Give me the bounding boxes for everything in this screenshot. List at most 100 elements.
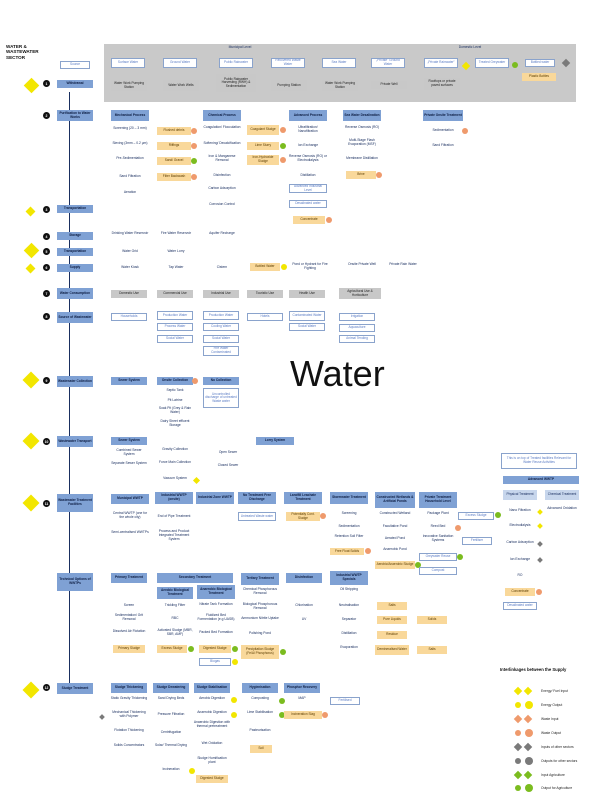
stage-consumption: Water Consumption [57, 288, 93, 299]
tech-item: Biological Phosphorous Removal [242, 602, 278, 610]
source-ground-water: Ground Water [163, 58, 197, 68]
anaerobic-sludge-box: Aerobic/Anaerobic Sludge [375, 561, 415, 569]
treatment-item: Sedimentation [338, 524, 360, 528]
other-sector-diamond [537, 557, 543, 563]
agri-output-dot [512, 62, 518, 68]
sewer-system-box: Sewer System [111, 377, 147, 385]
tech-item-aerobic: Aerobic Biological Treatment [157, 587, 193, 599]
stage-source-of-wastewater: Source of Wastewater [57, 312, 93, 323]
agri-output-dot [191, 158, 197, 164]
sludge-item: Solar/ Thermal Drying [154, 743, 187, 747]
supply-item: Private Rain Water [389, 262, 417, 266]
pure-liquids-box: Pure Liquids [377, 616, 407, 624]
municipal-level-label: Municipal Level [228, 45, 252, 49]
other-sector-input-icon [523, 742, 533, 752]
tech-header-secondary: Secondary Treatment [157, 573, 233, 583]
sludge-item: Pressure Filtration [157, 712, 185, 716]
collection-item: Septic Tank [166, 388, 184, 392]
stage-number: 1 [43, 80, 50, 87]
energy-input-diamond-large [22, 681, 40, 699]
tech-item: Chemical Phosphorous Removal [242, 587, 278, 595]
sludge-header: Phosphor Recovery [284, 683, 320, 693]
legend-label: Output for Agriculture [541, 786, 573, 790]
greywater-reuse-box: Greywater Reuse [419, 553, 457, 561]
lorry-system-box: Lorry System [256, 437, 294, 445]
other-sector-diamond [99, 714, 105, 720]
withdrawal-item: Rooftops or private paved surfaces [424, 78, 460, 90]
desalinated-water-box: Desalinated water [503, 602, 537, 610]
energy-input-diamond-large [22, 432, 40, 450]
stage-number: 3 [43, 206, 50, 213]
treatment-header: Municipal WWTP [111, 494, 149, 504]
advanced-wwtp-item: Advanced Oxidation [547, 506, 577, 510]
compost-box: Compost [419, 567, 457, 575]
agri-output-icon [525, 784, 533, 792]
treatment-item: Aerated Pond [384, 536, 406, 540]
energy-output-dot [232, 659, 238, 665]
tech-item: Polishing Pond [249, 631, 271, 635]
residue-box: Residue [377, 631, 407, 639]
primary-sludge-box: Primary Sludge [113, 645, 145, 653]
treatment-item: Reed Bed [430, 524, 446, 528]
tech-item: Chlorination [295, 603, 313, 607]
mechanical-step: Pre-Sedimentation [116, 156, 144, 160]
waste-output-dot [376, 172, 382, 178]
digested-sludge-box: Digested Sludge [196, 775, 228, 783]
energy-input-icon [513, 686, 523, 696]
consumption-item: Commercial Use [157, 290, 193, 298]
ww-source: Irrigation [339, 313, 375, 321]
storage-item: Drinking Water Reservoir [111, 231, 149, 235]
treatment-header: Stormwater Treatment [330, 492, 368, 504]
legend-label: Outputs for other sectors [541, 759, 578, 763]
supply-item: Cistern [216, 265, 228, 269]
sludge-item: Sand Drying Beds [157, 696, 185, 700]
waste-input-icon [513, 714, 523, 724]
stage-collection: Wastewater Collection [57, 376, 93, 387]
treatment-item: Screening [341, 511, 357, 515]
agri-input-icon [513, 770, 523, 780]
bottled-water-box: Bottled Water [250, 263, 280, 271]
consumption-item: Agricultural Use & Horticulture [339, 288, 381, 299]
private-onsite-treatment-header: Private Onsite Treatment [423, 110, 463, 121]
sludge-item: Anaerobic Digestion with thermal pretrea… [193, 720, 231, 728]
excess-sludge-box: Excess Sludge [157, 645, 187, 653]
excess-sludge-box: Excess Sludge [458, 512, 494, 520]
tech-item: Sedimentation/ Grit Removal [114, 613, 144, 621]
demineralised-water-box: Demineralised Water [375, 645, 409, 655]
transport-item: Combined Sewer System [116, 448, 142, 456]
sludge-item: Incineration [162, 767, 180, 771]
digested-sludge-box: Digested Sludge [199, 645, 231, 653]
transport-item: Water Lorry [167, 249, 185, 253]
advanced-wwtp-item: RO [517, 573, 523, 577]
collection-item: Soak Pit (Grey & Rain Water) [158, 406, 192, 414]
stage-number: 5 [43, 248, 50, 255]
treatment-item: Anaerobic Pond [383, 547, 407, 551]
waste-output-icon [515, 730, 521, 736]
salts-box-2: Salts [417, 646, 447, 654]
mechanical-waste: Sand/ Gravel [157, 157, 191, 165]
energy-output-icon [525, 701, 533, 709]
consumption-item: Industrial Use [203, 290, 239, 298]
advanced-wwtp-item: Nano Filtration [509, 508, 531, 512]
tech-item: Nitrate Tank Formation [199, 602, 233, 606]
stage-number: 4 [43, 233, 50, 240]
mechanical-step: Aeration [123, 190, 137, 194]
tech-header-disinfection: Disinfection [286, 573, 322, 583]
contaminated-sludge-box: Potentially Cont. Sludge [286, 512, 320, 521]
stage-number: 2 [43, 112, 50, 119]
sludge-item: Sludge Humification plant [197, 756, 227, 764]
energy-input-diamond [537, 509, 543, 515]
ww-source: Fire Water Contaminated [203, 346, 239, 356]
ww-source: Contaminated Water [289, 311, 325, 321]
stage-storage: Storage [57, 232, 93, 240]
stage-number: 6 [43, 264, 50, 271]
mechanical-step: Screening (20 – 3 mm) [113, 126, 147, 130]
fertiliser-box: Fertiliser [462, 537, 492, 545]
salts-box: Salts [377, 602, 407, 610]
reuse-note: This is on top of Treated facilities Rel… [501, 453, 577, 469]
stage-number: 11 [43, 500, 50, 507]
supply-item: Tap Water [168, 265, 184, 269]
energy-output-dot [189, 768, 195, 774]
supply-item: Water Kiosk [121, 265, 139, 269]
plastic-bottles-box: Plastic Bottles [522, 73, 556, 81]
